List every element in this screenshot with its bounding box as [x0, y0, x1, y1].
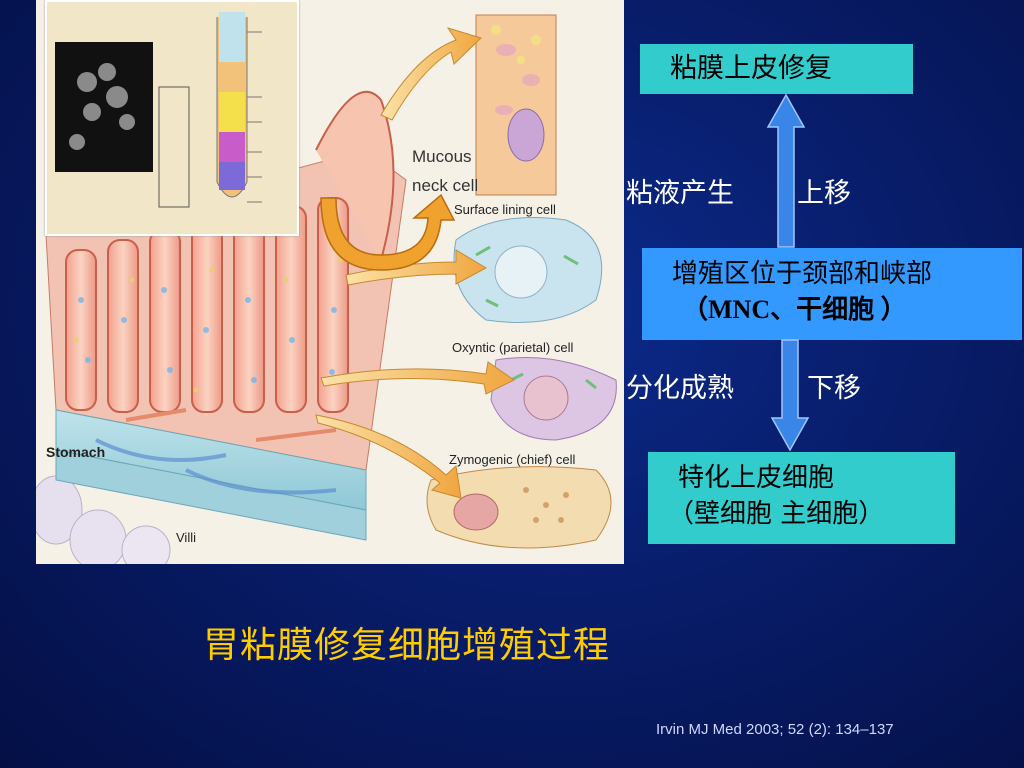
gland-inset-drawing — [47, 2, 297, 234]
gland-inset-panel — [45, 0, 299, 236]
differentiation-label: 分化成熟 — [626, 373, 734, 404]
chief-cell — [426, 466, 612, 549]
villi-label: Villi — [176, 530, 196, 545]
up-arrow — [766, 93, 806, 248]
specialized-cells-line2: （壁细胞 主细胞） — [668, 499, 885, 529]
citation: Irvin MJ Med 2003; 52 (2): 134–137 — [656, 721, 894, 738]
zymogenic-label: Zymogenic (chief) cell — [449, 452, 576, 467]
zymogenic-cell — [490, 357, 617, 441]
electron-micrograph — [55, 42, 153, 172]
oxyntic-label: Oxyntic (parietal) cell — [452, 340, 574, 355]
mucous-neck-label-line2: neck cell — [412, 176, 479, 195]
mucus-production-label: 粘液产生 — [626, 178, 734, 209]
move-up-label: 上移 — [797, 178, 851, 209]
surface-lining-cell — [475, 14, 557, 196]
surface-lining-label: Surface lining cell — [454, 202, 556, 217]
move-down-label: 下移 — [807, 373, 861, 404]
down-arrow — [770, 339, 810, 452]
pointer-arrows — [315, 27, 515, 499]
mucosa-repair-box: 粘膜上皮修复 — [640, 44, 913, 94]
specialized-cells-box: 特化上皮细胞 （壁细胞 主细胞） — [648, 452, 955, 544]
mucous-neck-u-arrow — [320, 193, 456, 271]
proliferation-zone-line2: （MNC、干细胞 ） — [682, 295, 907, 324]
proliferation-zone-box: 增殖区位于颈部和峡部 （MNC、干细胞 ） — [642, 248, 1022, 340]
stomach-tissue-illustration: Mucous neck cell Surface lining cell Oxy… — [36, 0, 624, 564]
mucous-neck-label-line1: Mucous — [412, 147, 472, 166]
mucosa-repair-text: 粘膜上皮修复 — [670, 53, 832, 84]
villi-shapes — [36, 475, 171, 564]
specialized-cells-line1: 特化上皮细胞 — [678, 463, 835, 493]
stomach-label: Stomach — [46, 444, 106, 460]
slide-title: 胃粘膜修复细胞增殖过程 — [203, 625, 611, 666]
oxyntic-cell — [453, 217, 603, 323]
proliferation-zone-line1: 增殖区位于颈部和峡部 — [672, 259, 933, 289]
